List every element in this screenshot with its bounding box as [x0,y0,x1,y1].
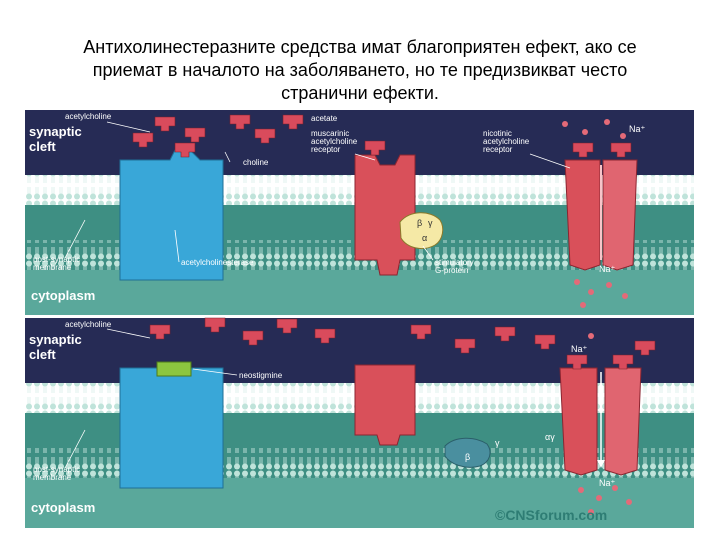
g-protein-bottom-alpha-gamma: αγ [545,432,555,442]
label-stimulatory: stimulatory [435,258,474,267]
pointer-acetylcholine [106,121,151,133]
nicotinic-receptor-right [602,159,638,271]
g-protein [399,212,444,249]
sodium-ion [588,333,594,339]
muscarinic-receptor [354,154,416,276]
sodium-ion [606,282,612,288]
label-muscarinic-3: receptor [311,145,341,154]
label-na-top: Na⁺ [629,124,646,134]
label-post-synaptic-bottom: post-synaptic [33,465,80,474]
label-synaptic-bottom: synaptic [29,332,82,347]
label-na-top-bottom: Na⁺ [571,344,588,354]
label-neostigmine: neostigmine [239,371,283,380]
g-protein-bottom-beta: β [465,452,470,462]
g-protein-beta: β [417,218,422,228]
bottom-panel: β γ αγ acetylcholine synaptic cleft neos… [25,317,694,528]
top-panel: β γ α acetylcholine synaptic cleft aceta… [25,110,694,315]
pointer-membrane [64,219,86,259]
nicotinic-receptor-left [564,159,601,271]
nicotinic-receptor-bottom-left [559,367,598,476]
label-acetate: acetate [311,114,338,123]
sodium-ion [582,129,588,135]
label-cleft: cleft [29,139,56,154]
neostigmine-molecule [156,361,192,377]
label-na-bottom: Na⁺ [599,264,616,274]
label-acetylcholine-bottom: acetylcholine [65,320,112,329]
title-line-2: приемат в началото на заболяването, но т… [92,60,628,80]
synapse-diagram: β γ α acetylcholine synaptic cleft aceta… [25,110,694,528]
pointer-neostigmine [192,368,238,376]
synapse-figure: β γ α acetylcholine synaptic cleft aceta… [25,110,694,528]
sodium-ion [622,293,628,299]
ion-flow-arrowhead [597,460,605,468]
nicotinic-receptor-bottom-right [604,367,642,476]
g-protein-bottom-gamma: γ [495,438,500,448]
label-cleft-bottom: cleft [29,347,56,362]
sodium-ion [620,133,626,139]
label-nicotinic-2: acetylcholine [483,137,530,146]
sodium-ion [626,499,632,505]
label-acetylcholine: acetylcholine [65,112,112,121]
label-membrane: membrane [33,263,72,272]
pointer-nicotinic [529,153,571,169]
g-protein-bottom [444,437,491,468]
label-synaptic: synaptic [29,124,82,139]
label-na-bottom-bottom: Na⁺ [599,478,616,488]
pointer-choline [224,151,231,163]
label-muscarinic-1: muscarinic [311,129,349,138]
acetylcholinesterase-enzyme [119,149,224,281]
sodium-ion [562,121,568,127]
pointer-acetylcholinesterase [174,229,180,263]
title-line-3: странични ефекти. [281,83,439,103]
sodium-ion [580,302,586,308]
cnsforum-watermark: ©CNSforum.com [495,507,607,523]
slide-title: Антихолинестеразните средства имат благо… [20,36,700,105]
sodium-ion [588,289,594,295]
sodium-ion [596,495,602,501]
sodium-ion [604,119,610,125]
label-muscarinic-2: acetylcholine [311,137,358,146]
g-protein-alpha: α [422,233,427,243]
muscarinic-receptor-bottom [354,364,416,446]
sodium-ion [578,487,584,493]
title-line-1: Антихолинестеразните средства имат благо… [83,37,637,57]
pointer-acetylcholine-bottom [106,328,151,339]
panel-separator [25,315,694,318]
g-protein-gamma: γ [428,218,433,228]
label-post-synaptic: post-synaptic [33,255,80,264]
label-acetylcholinesterase: acetylcholinesterase [181,258,254,267]
label-nicotinic-3: receptor [483,145,513,154]
label-choline: choline [243,158,269,167]
label-membrane-bottom: membrane [33,473,72,482]
label-g-protein: G-protein [435,266,468,275]
acetylcholinesterase-enzyme-inhibited [119,367,224,489]
sodium-ion [574,279,580,285]
pointer-muscarinic [354,153,376,161]
label-cytoplasm-bottom: cytoplasm [31,500,95,515]
pointer-membrane-bottom [64,429,86,469]
pointer-g-protein [422,245,434,261]
label-cytoplasm: cytoplasm [31,288,95,303]
label-nicotinic-1: nicotinic [483,129,512,138]
